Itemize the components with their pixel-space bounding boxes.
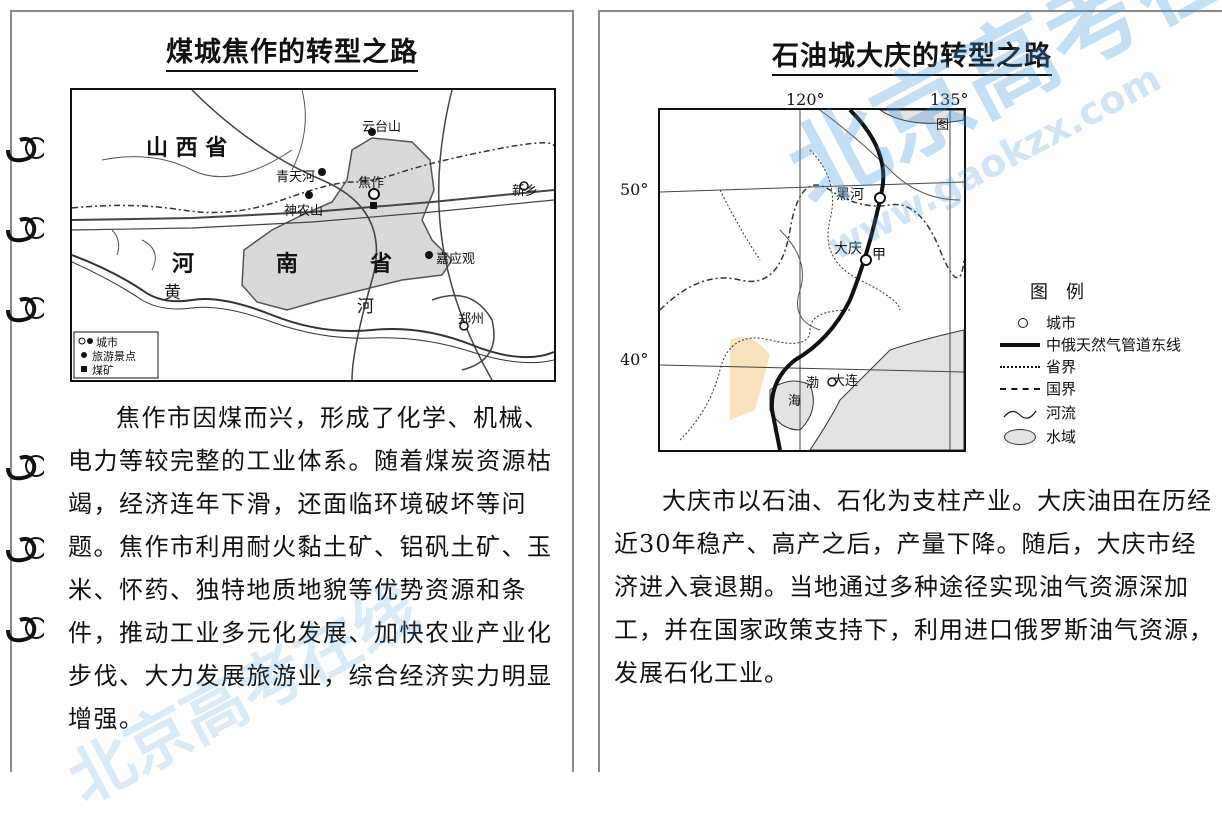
river-symbol-icon [1003,410,1037,419]
left-title: 煤城焦作的转型之路 [12,30,572,72]
label-zhengzhou: 郑州 [458,312,485,327]
jiaozuo-city-icon [368,188,380,200]
daqing-map: 黑河 大庆 甲 大连 渤 海 图 [658,108,966,452]
label-shanxi: 山 西 省 [146,136,228,161]
binder-ring-icon [6,216,44,243]
label-yuntaishan: 云台山 [362,120,402,135]
heihe-city-icon [874,192,886,204]
label-xinxiang: 新乡 [512,184,539,199]
right-panel: 石油城大庆的转型之路 [598,10,1222,772]
binder-ring-icon [6,454,44,481]
pipeline-symbol-icon [1000,342,1040,347]
right-paragraph: 大庆市以石油、石化为支柱产业。大庆油田在历经近30年稳产、高产之后，产量下降。随… [614,487,1214,687]
legend-city: 城市 [96,336,118,349]
daqing-map-drawing [660,110,964,450]
label-lon120: 120° [786,90,825,109]
legend-province: 省界 [1000,356,1076,377]
label-lat50: 50° [620,180,649,199]
water-symbol-icon [1004,428,1036,445]
legend-city: 城市 [1010,312,1076,333]
legend-river: 河流 [1000,402,1076,423]
legend-coal: 煤矿 [92,364,114,377]
label-henan-sheng: 省 [370,252,393,277]
left-panel: 煤城焦作的转型之路 [10,10,574,772]
label-lat40: 40° [620,350,649,369]
label-he: 河 [357,297,374,317]
legend-scenic: 旅游景点 [92,350,136,363]
label-henan-he: 河 [172,252,195,277]
label-bo: 渤 [806,376,820,391]
legend-border: 国界 [1000,378,1076,399]
jiaozuo-map-drawing [72,90,554,380]
legend-water: 水域 [1000,426,1076,447]
label-daqing: 大庆 [834,241,862,257]
border-symbol-icon [1000,387,1040,390]
label-jiayingguan: 嘉应观 [436,252,476,267]
legend-pipeline: 中俄天然气管道东线 [1000,334,1181,355]
province-symbol-icon [1000,365,1040,368]
label-lon135: 135° [930,90,969,109]
left-paragraph: 焦作市因煤而兴，形成了化学、机械、电力等较完整的工业体系。随着煤炭资源枯竭，经济… [68,404,553,733]
city-symbol-icon [1018,317,1028,328]
label-henan-nan: 南 [276,252,299,277]
coal-mine-icon [370,202,377,209]
label-heihe: 黑河 [836,187,864,203]
binder-ring-icon [6,616,44,643]
binder-ring-icon [6,136,44,163]
right-title: 石油城大庆的转型之路 [600,34,1222,76]
label-shennongshan: 神农山 [284,204,324,219]
binder-ring-icon [6,296,44,323]
binder-ring-icon [6,536,44,563]
legend-title: 图 例 [1030,282,1084,303]
label-huang: 黄 [164,283,181,303]
label-corner: 图 [936,118,950,133]
jiaozuo-map: 山 西 省 河 南 省 黄 河 云台山 青天河 焦作 神农山 新乡 嘉应观 郑州… [70,88,556,382]
label-jia: 甲 [872,247,886,263]
label-hai: 海 [788,394,802,409]
label-qingtianhe: 青天河 [276,170,316,185]
label-dalian: 大连 [832,374,859,389]
label-jiaozuo: 焦作 [358,176,385,191]
